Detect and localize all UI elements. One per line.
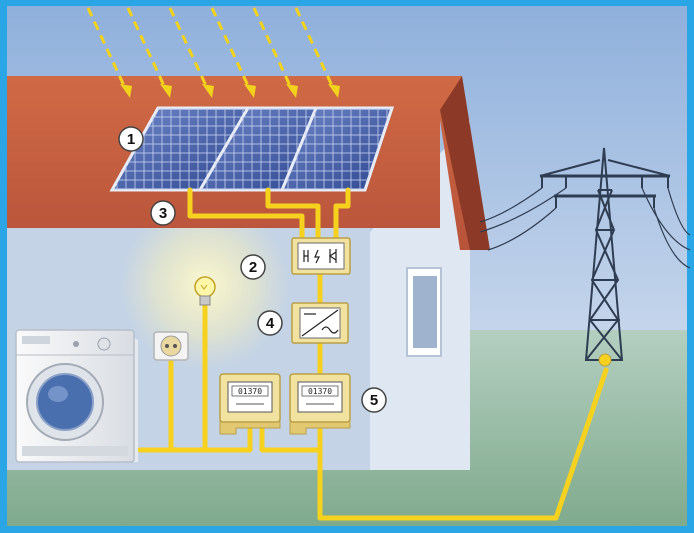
callout-label: 4	[266, 315, 275, 332]
callout-4: 4	[257, 310, 283, 336]
power-socket-icon	[153, 331, 189, 361]
wire-to-grid	[317, 367, 609, 521]
callout-label: 3	[159, 205, 167, 222]
window	[406, 267, 442, 357]
sun-ray	[86, 7, 128, 91]
callout-label: 5	[370, 392, 378, 409]
sun-ray	[126, 7, 168, 91]
callout-3: 3	[150, 200, 176, 226]
solar-panels	[109, 106, 395, 192]
sun-ray	[210, 7, 252, 91]
callout-label: 1	[127, 131, 135, 148]
solar-panel-icon	[109, 106, 258, 192]
wire-panel-2	[265, 187, 321, 243]
sun-ray	[168, 7, 210, 91]
callout-1: 1	[118, 126, 144, 152]
sun-ray-arrowhead	[160, 84, 172, 98]
callout-5: 5	[361, 387, 387, 413]
sun-ray-arrowhead	[244, 84, 256, 98]
sun-ray-arrowhead	[120, 84, 132, 98]
wiring	[137, 187, 609, 521]
sun-ray-arrowhead	[202, 84, 214, 98]
sun-ray-arrows	[86, 7, 340, 98]
light-bulb-icon	[194, 276, 216, 306]
pylon-connection	[598, 353, 612, 367]
wire-panel-1	[187, 187, 305, 243]
callout-label: 2	[249, 259, 257, 276]
meter-reading: 01370	[308, 387, 332, 396]
power-pylon-icon	[479, 147, 691, 361]
sun-ray-arrowhead	[286, 84, 298, 98]
wire-house	[137, 427, 253, 453]
junction-box-icon	[291, 237, 351, 275]
inverter-icon	[291, 302, 349, 344]
electricity-meter-icon: 01370	[289, 373, 351, 435]
callout-2: 2	[240, 254, 266, 280]
roof-edge	[440, 76, 490, 250]
wire-panel-3	[333, 187, 351, 243]
wire-meter-link	[259, 427, 323, 453]
solar-panel-icon	[279, 106, 395, 192]
meter-reading: 01370	[238, 387, 262, 396]
sun-ray	[294, 7, 336, 91]
sun-ray-arrowhead	[328, 84, 340, 98]
washing-machine-icon	[15, 329, 138, 463]
electricity-meter-icon: 01370	[219, 373, 281, 435]
sun-ray	[252, 7, 294, 91]
